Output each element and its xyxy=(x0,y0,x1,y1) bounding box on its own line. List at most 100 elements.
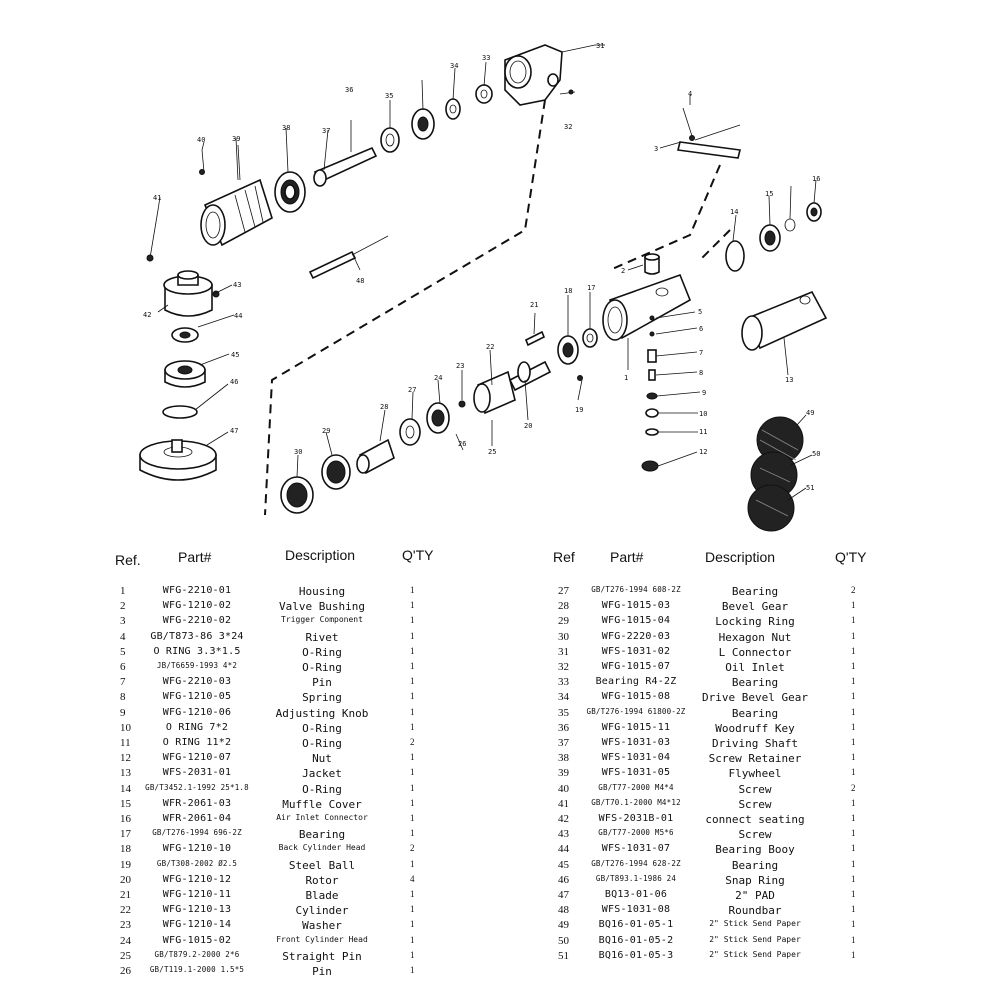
row-part-number: O RING 7*2 xyxy=(165,721,229,733)
callout-25: 25 xyxy=(488,448,496,456)
callout-22: 22 xyxy=(486,343,494,351)
callout-6: 6 xyxy=(699,325,703,333)
shaft-bearings-part xyxy=(380,84,493,153)
row-part-number: BQ13-01-06 xyxy=(604,889,668,900)
row-description: Housing xyxy=(298,585,346,598)
callout-2: 2 xyxy=(621,267,625,275)
row-description: Cylinder xyxy=(295,904,349,918)
callout-19: 19 xyxy=(575,406,583,414)
row-description: Nut xyxy=(312,752,332,766)
row-description: Washer xyxy=(302,919,342,933)
row-description: Bearing xyxy=(731,676,779,690)
row-ref: 15 xyxy=(120,797,131,810)
row-quantity: 1 xyxy=(410,813,415,823)
row-ref: 22 xyxy=(120,904,131,917)
row-description: Air Inlet Connector xyxy=(276,813,368,822)
row-description: Valve Bushing xyxy=(278,600,366,614)
row-description: 2" Stick Send Paper xyxy=(709,934,801,944)
row-quantity: 1 xyxy=(851,934,856,945)
row-ref: 18 xyxy=(120,843,131,856)
row-quantity: 1 xyxy=(851,843,856,854)
row-ref: 27 xyxy=(558,585,569,597)
row-description: Rivet xyxy=(305,630,339,644)
jacket-part xyxy=(741,290,828,351)
row-quantity: 1 xyxy=(410,600,415,611)
row-quantity: 1 xyxy=(851,737,856,747)
callout-27: 27 xyxy=(408,386,416,394)
callout-49: 49 xyxy=(806,409,814,417)
screws-part xyxy=(146,149,205,262)
header-qty-right: Q'TY xyxy=(835,549,867,565)
row-part-number: GB/T70.1-2000 M4*12 xyxy=(591,797,681,807)
row-quantity: 1 xyxy=(410,585,415,595)
row-part-number: WFS-1031-03 xyxy=(601,737,671,748)
row-ref: 33 xyxy=(558,676,569,689)
row-quantity: 1 xyxy=(410,752,415,763)
callout-51: 51 xyxy=(806,484,814,492)
callout-33: 33 xyxy=(482,54,490,62)
row-quantity: 1 xyxy=(410,949,415,960)
row-ref: 5 xyxy=(120,645,126,658)
row-part-number: WFG-1210-12 xyxy=(162,873,232,885)
callout-24: 24 xyxy=(434,374,442,382)
row-description: Bevel Gear xyxy=(721,600,789,614)
callout-1: 1 xyxy=(624,374,628,382)
row-ref: 39 xyxy=(558,767,569,780)
callout-labels: 1 2 3 4 5 6 7 8 9 10 11 12 13 14 15 16 1… xyxy=(143,42,820,492)
row-part-number: GB/T276-1994 608-2Z xyxy=(591,585,681,594)
row-description: connect seating xyxy=(705,813,805,826)
callout-3: 3 xyxy=(654,145,658,153)
row-ref: 29 xyxy=(558,615,569,628)
row-quantity: 1 xyxy=(410,858,415,869)
bearing-body-part xyxy=(171,327,199,343)
valve-bushing-part xyxy=(644,253,660,275)
valve-stack-part xyxy=(641,315,659,472)
row-quantity: 1 xyxy=(410,904,415,915)
row-part-number: Bearing R4-2Z xyxy=(595,676,677,688)
back-cylinder-head-part xyxy=(557,328,598,381)
callout-39: 39 xyxy=(232,135,240,143)
row-description: Muffle Cover xyxy=(282,797,362,811)
row-part-number: BQ16-01-05-3 xyxy=(598,949,674,961)
assembly-line-right xyxy=(609,164,721,271)
callout-32: 32 xyxy=(564,123,572,131)
row-description: Locking Ring xyxy=(715,615,795,629)
row-ref: 44 xyxy=(558,843,569,856)
row-quantity: 1 xyxy=(851,797,856,808)
row-ref: 34 xyxy=(558,691,569,704)
row-description: Screw Retainer xyxy=(708,752,802,766)
callout-16: 16 xyxy=(812,175,820,183)
l-connector-part xyxy=(504,44,596,106)
callout-4: 4 xyxy=(688,90,692,98)
row-description: Woodruff Key xyxy=(715,721,795,735)
row-description: Screw xyxy=(738,782,772,796)
row-quantity: 1 xyxy=(410,965,415,975)
row-part-number: WFG-1015-03 xyxy=(601,600,671,612)
callout-37: 37 xyxy=(322,127,330,135)
row-part-number: GB/T308-2002 Ø2.5 xyxy=(156,858,238,868)
row-part-number: WFG-1015-07 xyxy=(601,661,671,672)
row-description: Hexagon Nut xyxy=(718,630,792,644)
row-part-number: WFS-1031-07 xyxy=(601,843,671,855)
row-description: Bearing xyxy=(731,858,779,872)
row-quantity: 2 xyxy=(851,585,856,595)
row-part-number: BQ16-01-05-1 xyxy=(598,919,674,931)
row-ref: 23 xyxy=(120,919,131,932)
row-part-number: BQ16-01-05-2 xyxy=(598,934,674,946)
row-ref: 51 xyxy=(558,949,569,962)
row-ref: 4 xyxy=(120,630,126,643)
callout-45: 45 xyxy=(231,351,239,359)
row-description: Drive Bevel Gear xyxy=(702,691,808,705)
row-description: Driving Shaft xyxy=(711,737,799,750)
callout-18: 18 xyxy=(564,287,572,295)
row-quantity: 1 xyxy=(851,904,856,915)
row-quantity: 1 xyxy=(410,797,415,808)
row-part-number: WFS-1031-08 xyxy=(601,904,671,916)
row-part-number: GB/T879.2-2000 2*6 xyxy=(154,949,240,959)
callout-48: 48 xyxy=(356,277,364,285)
header-part-left: Part# xyxy=(178,549,212,565)
callout-13: 13 xyxy=(785,376,793,384)
row-quantity: 1 xyxy=(851,752,856,763)
row-quantity: 1 xyxy=(851,706,856,717)
row-description: 2" PAD xyxy=(735,889,775,902)
